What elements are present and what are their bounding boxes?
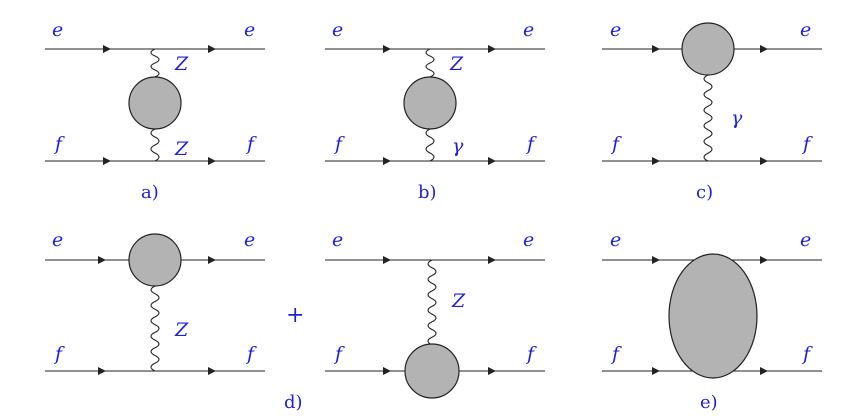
arrow-c2: [760, 45, 768, 53]
boson-line-b-lower: [425, 128, 435, 162]
label-f-bottom-right: f: [525, 133, 537, 155]
label-f-bottom-right: f: [245, 133, 257, 155]
diagram-d-first: e e f f Z: [45, 229, 265, 375]
diagram-b: e e f f Z γ b): [325, 19, 545, 203]
label-f-bottom-right: f: [525, 343, 537, 365]
label-e-top-left: e: [332, 19, 343, 41]
label-f-bottom-left: f: [333, 133, 345, 155]
arrow-d8: [488, 367, 496, 375]
arrow-d5: [383, 256, 391, 264]
arrow-c3: [652, 157, 660, 165]
arrow-d6: [488, 256, 496, 264]
caption-a: a): [141, 182, 159, 203]
self-energy-blob-a: [128, 76, 182, 130]
caption-c: c): [696, 182, 713, 203]
arrow-d7: [383, 367, 391, 375]
boson-line-c: [703, 74, 713, 162]
label-e-top-right: e: [523, 229, 534, 251]
caption-b: b): [418, 182, 437, 203]
label-f-bottom-left: f: [333, 343, 345, 365]
arrow-a4: [208, 157, 216, 165]
label-e-top-right: e: [244, 229, 255, 251]
label-f-bottom-right: f: [245, 343, 257, 365]
arrow-d1: [98, 256, 106, 264]
arrow-a2: [208, 45, 216, 53]
label-f-bottom-right: f: [801, 133, 813, 155]
self-energy-blob-b: [403, 76, 457, 130]
diagram-d-second: e e f f Z: [325, 229, 545, 399]
arrow-a1: [103, 45, 111, 53]
arrow-b3: [383, 157, 391, 165]
vertex-blob-d-top: [128, 233, 182, 287]
plus-sign: +: [286, 303, 304, 328]
arrow-e3: [652, 367, 660, 375]
boson-line-d2: [427, 259, 437, 346]
arrow-b2: [488, 45, 496, 53]
label-f-bottom-left: f: [610, 133, 622, 155]
diagram-a: e e f f Z Z a): [45, 19, 265, 203]
arrow-b4: [488, 157, 496, 165]
label-e-top-left: e: [610, 229, 621, 251]
label-f-bottom-left: f: [53, 133, 65, 155]
boson-line-a-lower: [150, 128, 160, 162]
boson-line-b-upper: [425, 48, 435, 78]
label-boson: Z: [451, 290, 466, 312]
arrow-e1: [652, 256, 660, 264]
label-f-bottom-left: f: [53, 343, 65, 365]
arrow-a3: [103, 157, 111, 165]
label-f-bottom-left: f: [610, 343, 622, 365]
caption-e: e): [700, 392, 718, 413]
arrow-e4: [760, 367, 768, 375]
vertex-blob-c: [681, 22, 735, 76]
arrow-d3: [98, 367, 106, 375]
vertex-blob-d-bottom: [404, 343, 460, 399]
label-e-top-left: e: [52, 19, 63, 41]
label-e-top-right: e: [800, 229, 811, 251]
diagram-c: e e f f γ c): [602, 19, 822, 203]
arrow-b1: [383, 45, 391, 53]
box-blob-e: [668, 253, 758, 379]
label-boson-upper: Z: [174, 53, 189, 75]
diagram-e: e e f f e): [602, 229, 822, 413]
arrow-d2: [208, 256, 216, 264]
arrow-d4: [208, 367, 216, 375]
label-f-bottom-right: f: [801, 343, 813, 365]
label-e-top-left: e: [52, 229, 63, 251]
label-boson-lower: Z: [174, 138, 189, 160]
arrow-e2: [760, 256, 768, 264]
label-boson-lower: γ: [452, 135, 464, 157]
caption-d: d): [284, 392, 303, 413]
label-e-top-left: e: [332, 229, 343, 251]
boson-line-d1: [150, 285, 160, 372]
label-e-top-left: e: [610, 19, 621, 41]
arrow-c4: [760, 157, 768, 165]
boson-line-a-upper: [150, 48, 160, 78]
label-e-top-right: e: [800, 19, 811, 41]
label-e-top-right: e: [523, 19, 534, 41]
label-boson: Z: [174, 319, 189, 341]
arrow-c1: [652, 45, 660, 53]
label-boson: γ: [731, 107, 743, 129]
label-boson-upper: Z: [449, 53, 464, 75]
label-e-top-right: e: [244, 19, 255, 41]
